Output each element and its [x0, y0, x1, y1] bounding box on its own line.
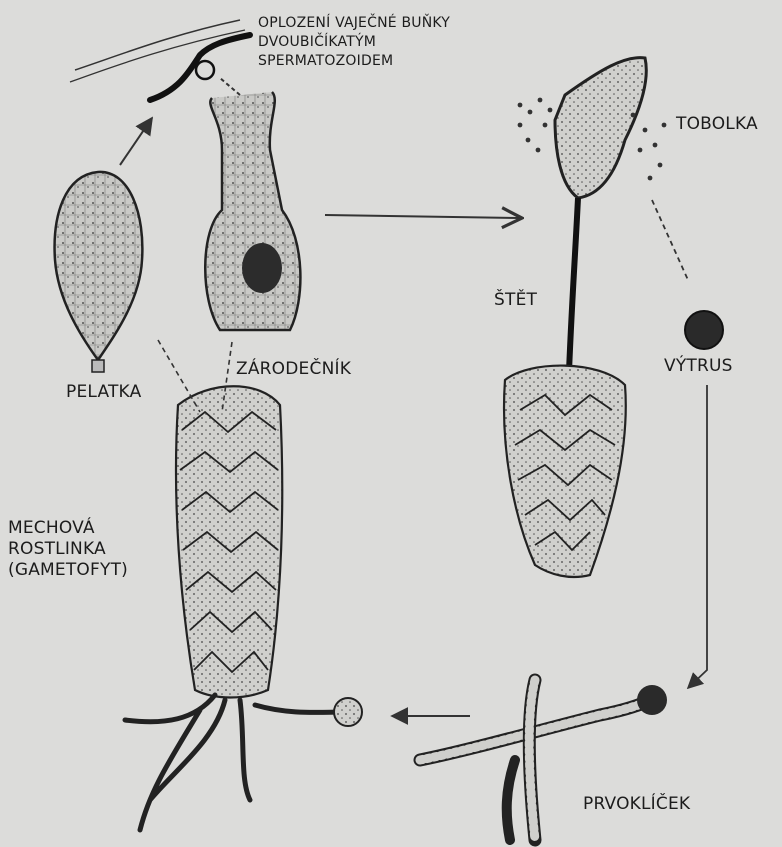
label-spore: VÝTRUS	[664, 356, 733, 377]
right-moss-shoot-drawing	[504, 366, 626, 577]
capsule-drawing	[518, 58, 688, 280]
label-gametophyte-line-2: ROSTLINKA	[8, 539, 128, 560]
label-gametophyte-line-3: (GAMETOFYT)	[8, 560, 128, 581]
spermatozoid-figure	[70, 20, 250, 100]
label-fertilization-line-3: SPERMATOZOIDEM	[258, 52, 450, 71]
label-antheridium: PELATKA	[66, 382, 141, 403]
label-archegonium: ZÁRODEČNÍK	[236, 359, 351, 380]
arrow-to-sporophyte	[325, 215, 520, 218]
spore-drawing	[685, 311, 723, 349]
arrow-spore-to-protonema	[688, 385, 707, 688]
label-gametophyte-line-1: MECHOVÁ	[8, 518, 128, 539]
label-fertilization: OPLOZENÍ VAJEČNÉ BUŇKY DVOUBIČÍKATÝM SPE…	[258, 14, 450, 71]
label-protonema: PRVOKLÍČEK	[583, 794, 690, 815]
left-moss-shoot-drawing	[125, 386, 362, 830]
label-fertilization-line-1: OPLOZENÍ VAJEČNÉ BUŇKY	[258, 14, 450, 33]
label-seta: ŠTĚT	[494, 290, 537, 311]
archegonium-drawing	[205, 92, 300, 330]
label-fertilization-line-2: DVOUBIČÍKATÝM	[258, 33, 450, 52]
antheridium-drawing	[55, 172, 143, 372]
label-capsule: TOBOLKA	[676, 114, 758, 135]
label-gametophyte: MECHOVÁ ROSTLINKA (GAMETOFYT)	[8, 518, 128, 581]
protonema-drawing	[420, 680, 667, 840]
